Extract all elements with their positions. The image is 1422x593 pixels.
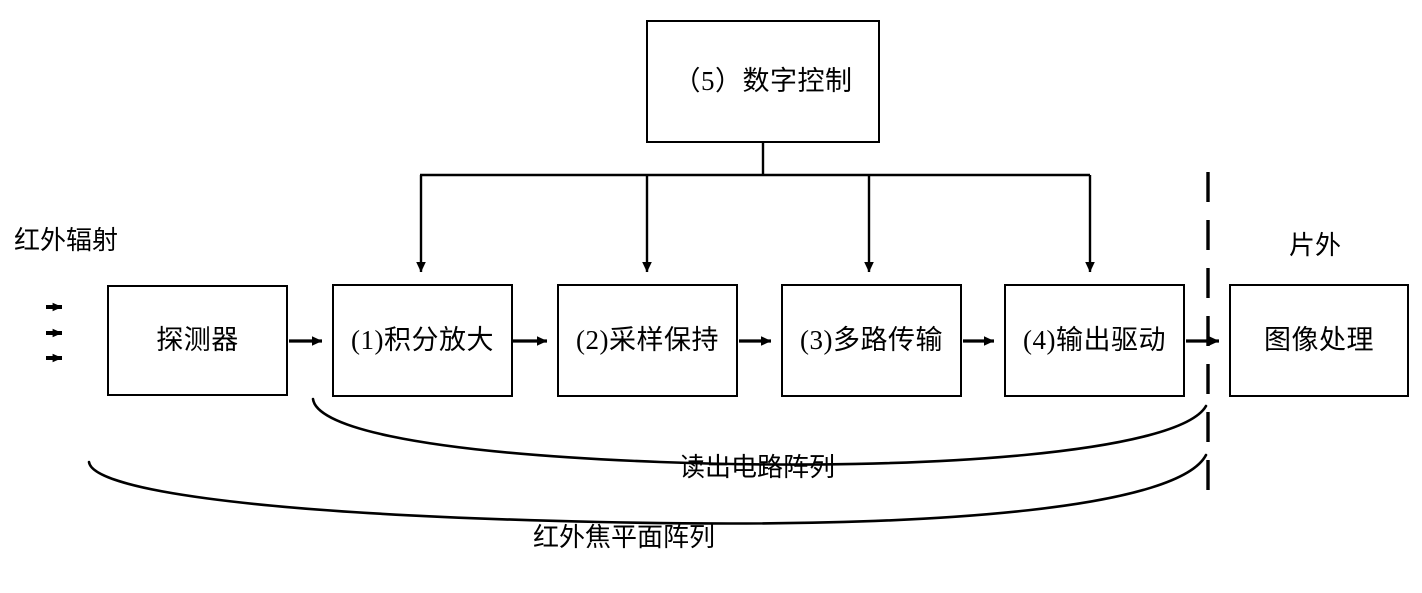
block-digital-control[interactable]: （5）数字控制	[646, 20, 880, 143]
block-output-driver-label: (4)输出驱动	[1023, 324, 1166, 355]
block-sample-hold-label: (2)采样保持	[576, 324, 719, 355]
control-bus	[416, 143, 1095, 273]
label-off-chip: 片外	[1289, 231, 1342, 260]
label-infrared-radiation: 红外辐射	[14, 226, 119, 255]
block-detector-label: 探测器	[156, 324, 239, 355]
block-image-processing-label: 图像处理	[1264, 324, 1374, 355]
block-output-driver[interactable]: (4)输出驱动	[1004, 284, 1185, 397]
label-infrared-focal-plane-array: 红外焦平面阵列	[533, 523, 716, 552]
block-multiplexer-label: (3)多路传输	[800, 324, 943, 355]
block-integration-amplifier[interactable]: (1)积分放大	[332, 284, 513, 397]
block-multiplexer[interactable]: (3)多路传输	[781, 284, 962, 397]
focal-plane-array-brace	[87, 453, 1208, 525]
grouping-braces	[87, 397, 1208, 525]
label-readout-circuit-array: 读出电路阵列	[679, 453, 836, 482]
block-integration-amplifier-label: (1)积分放大	[351, 324, 494, 355]
infrared-ray-arrows	[46, 302, 63, 363]
block-sample-hold[interactable]: (2)采样保持	[557, 284, 738, 397]
block-detector[interactable]: 探测器	[107, 285, 288, 396]
block-image-processing[interactable]: 图像处理	[1229, 284, 1409, 397]
block-digital-control-label: （5）数字控制	[673, 65, 853, 96]
